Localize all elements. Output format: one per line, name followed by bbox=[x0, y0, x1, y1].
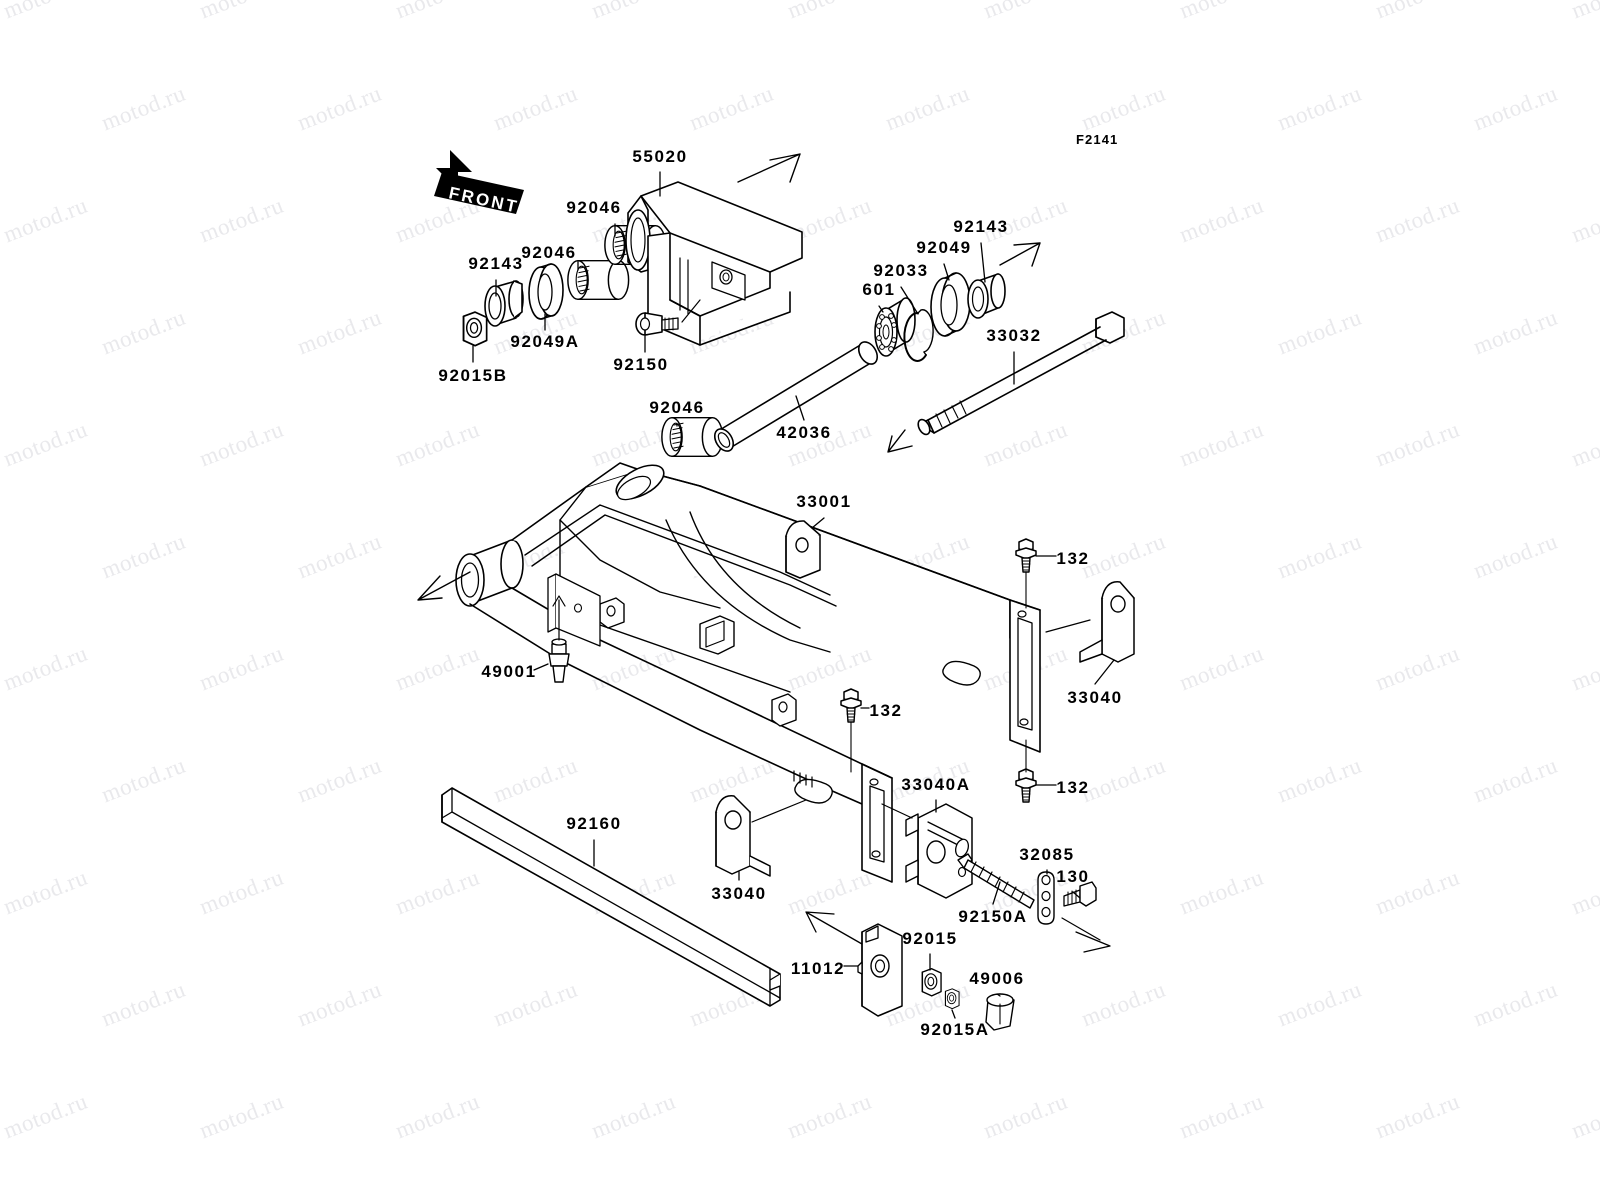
part-55020-chain-guard bbox=[625, 153, 803, 346]
part-number-92015: 92015 bbox=[902, 929, 958, 948]
part-601-ball-bearing bbox=[874, 297, 916, 357]
part-number-33032: 33032 bbox=[986, 326, 1042, 345]
part-number-49001: 49001 bbox=[481, 662, 537, 681]
part-92033-snap-ring bbox=[903, 309, 934, 362]
part-92049A-oil-seal bbox=[528, 263, 564, 320]
front-direction-marker: FRONT bbox=[428, 146, 533, 223]
part-number-92046: 92046 bbox=[649, 398, 705, 417]
part-92150-bolt bbox=[635, 299, 701, 336]
part-32085-adjuster-plate bbox=[1037, 871, 1055, 925]
part-number-92143: 92143 bbox=[953, 217, 1009, 236]
part-number-92049: 92049 bbox=[916, 238, 972, 257]
part-132-bolt-mid bbox=[840, 688, 862, 773]
part-number-92150: 92150 bbox=[613, 355, 669, 374]
part-11012-cap bbox=[805, 911, 903, 1017]
part-92143-collar-right bbox=[967, 242, 1041, 319]
part-92049-oil-seal bbox=[930, 272, 971, 337]
part-42036-sleeve bbox=[713, 341, 879, 452]
part-number-33040: 33040 bbox=[1067, 688, 1123, 707]
part-number-92160: 92160 bbox=[566, 814, 622, 833]
part-33001-swingarm bbox=[417, 462, 1041, 883]
part-number-33040A: 33040A bbox=[901, 775, 971, 794]
part-132-bolt-upper-right bbox=[1015, 538, 1037, 609]
part-number-33040: 33040 bbox=[711, 884, 767, 903]
part-number-92150A: 92150A bbox=[958, 907, 1028, 926]
part-130-bolt bbox=[1061, 881, 1111, 953]
part-number-42036: 42036 bbox=[776, 423, 832, 442]
leader-lines bbox=[472, 171, 1115, 1019]
part-number-92015B: 92015B bbox=[438, 366, 508, 385]
part-92046-bearing-a bbox=[567, 259, 630, 301]
part-number-92046: 92046 bbox=[521, 243, 577, 262]
diagram-code: F2141 bbox=[1076, 132, 1119, 147]
part-number-11012: 11012 bbox=[790, 959, 846, 978]
part-number-601: 601 bbox=[862, 280, 896, 299]
part-33040-bracket-lower bbox=[715, 795, 807, 877]
part-49006-boot bbox=[985, 993, 1015, 1031]
part-92015-nut bbox=[921, 968, 942, 997]
part-number-33001: 33001 bbox=[796, 492, 852, 511]
part-33032-pivot-shaft bbox=[887, 311, 1125, 453]
part-33040A-adjuster-holder bbox=[881, 803, 973, 899]
part-number-92033: 92033 bbox=[873, 261, 929, 280]
part-number-92143: 92143 bbox=[468, 254, 524, 273]
part-number-132: 132 bbox=[869, 701, 903, 720]
part-92015B-nut bbox=[462, 311, 488, 347]
part-132-bolt-lower-right bbox=[1015, 739, 1037, 803]
part-49001-grease-nipple bbox=[548, 595, 570, 683]
part-number-92046: 92046 bbox=[566, 198, 622, 217]
part-number-132: 132 bbox=[1056, 549, 1090, 568]
part-number-92015A: 92015A bbox=[920, 1020, 990, 1039]
part-33040-bracket-right bbox=[1045, 581, 1135, 663]
part-number-55020: 55020 bbox=[632, 147, 688, 166]
part-number-132: 132 bbox=[1056, 778, 1090, 797]
part-number-49006: 49006 bbox=[969, 969, 1025, 988]
part-92015A-nut bbox=[944, 988, 960, 1010]
part-92143-collar-left bbox=[484, 280, 524, 327]
part-number-32085: 32085 bbox=[1019, 845, 1075, 864]
part-number-130: 130 bbox=[1056, 867, 1090, 886]
part-92046-bearing-c bbox=[661, 416, 724, 458]
part-number-92049A: 92049A bbox=[510, 332, 580, 351]
part-92160-damper bbox=[441, 787, 781, 1007]
